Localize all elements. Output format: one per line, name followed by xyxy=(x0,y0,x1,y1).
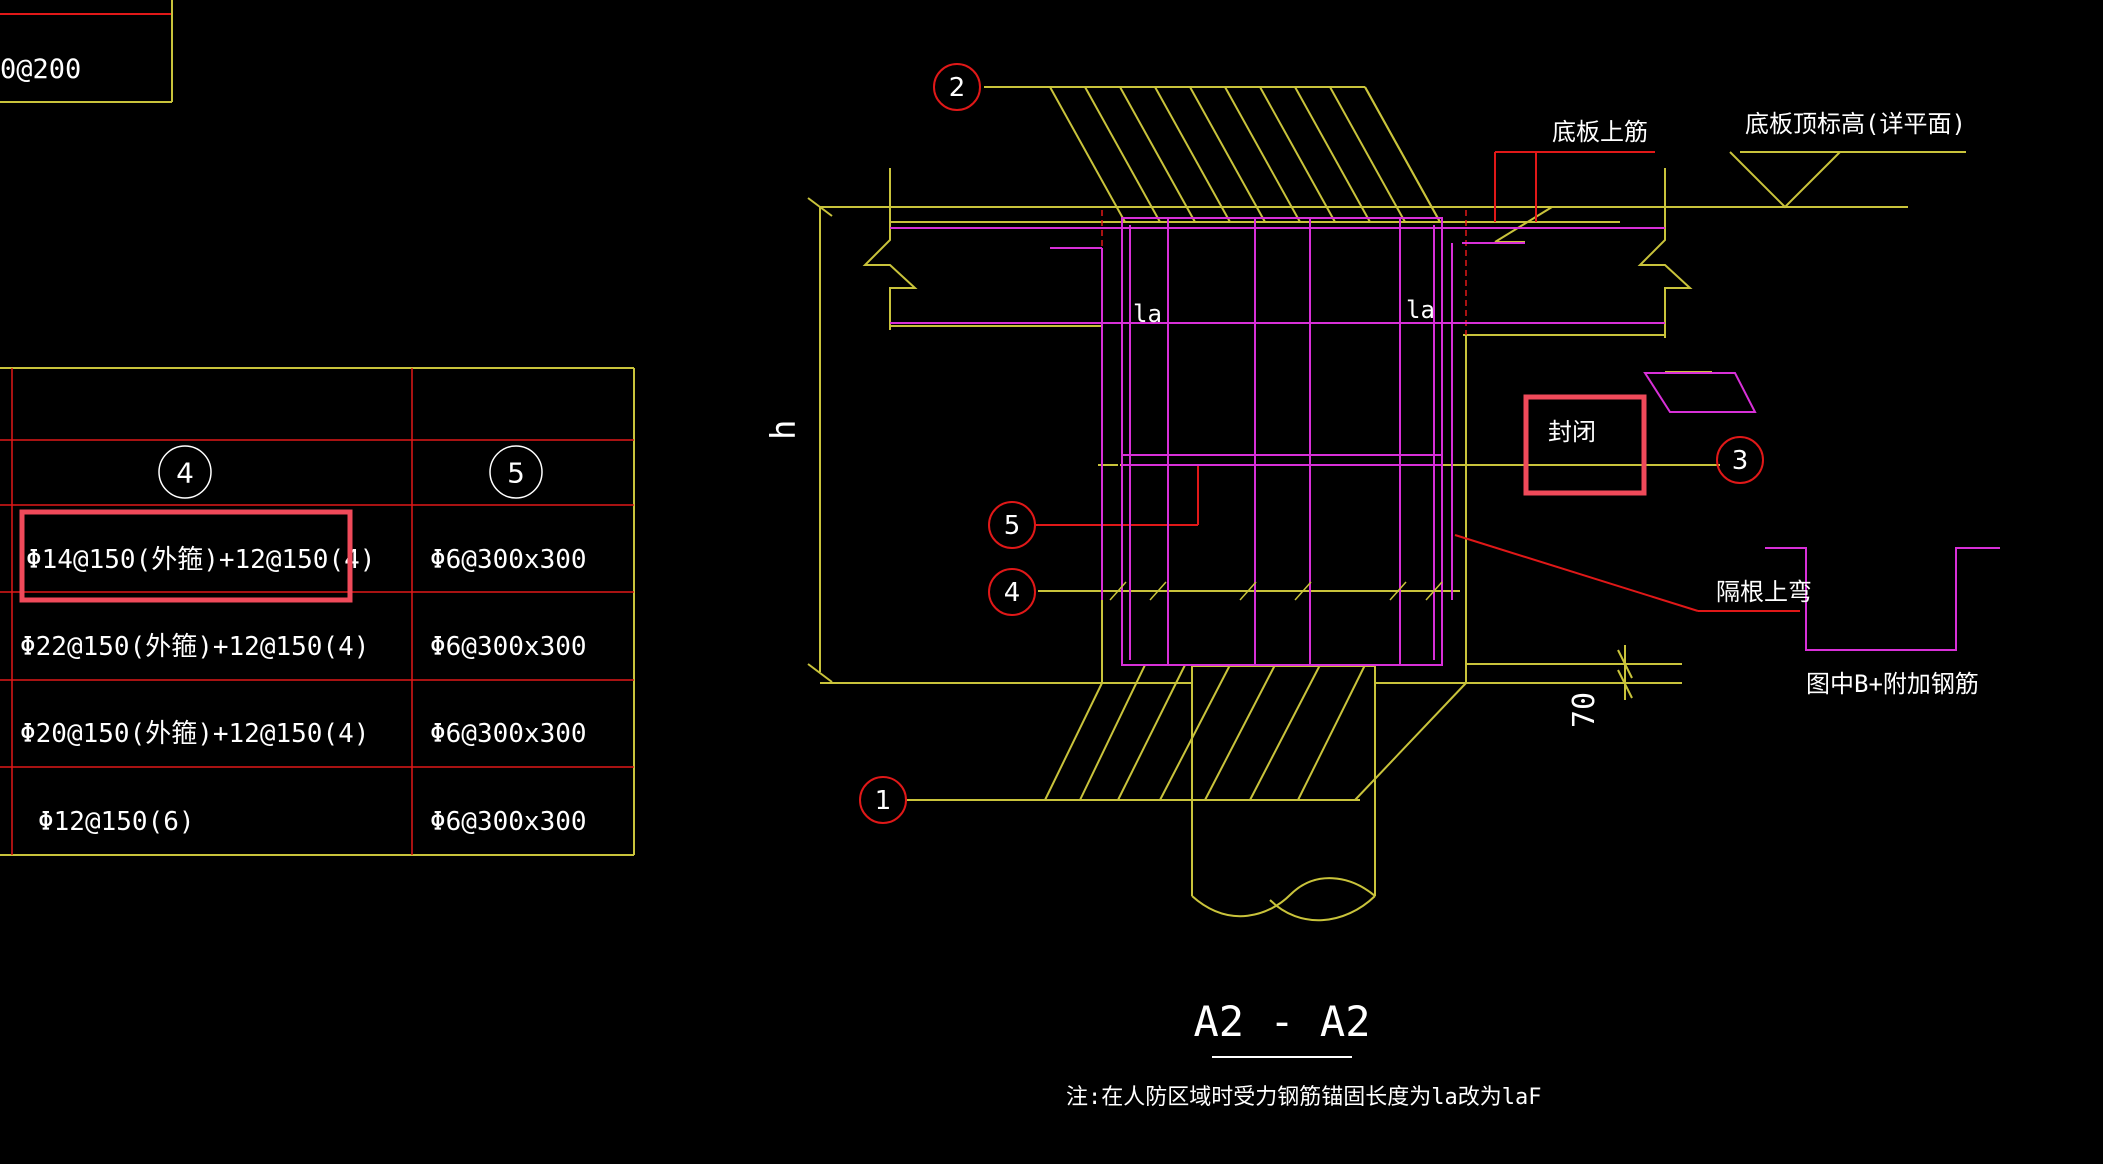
callout-circle-5 xyxy=(988,501,1036,549)
red-dashed-lines xyxy=(1101,210,1467,335)
callout-number-4: 4 xyxy=(1004,578,1021,608)
table-header-circle-4 xyxy=(158,445,212,499)
callout-number-5: 5 xyxy=(1004,511,1021,541)
schedule-cell-r4-c1: Φ12@150(6) xyxy=(38,807,195,837)
schedule-cell-r1-c2: Φ6@300x300 xyxy=(430,545,587,575)
label-la-left: la xyxy=(1133,300,1162,328)
label-slab-top-elevation: 底板顶标高(详平面) xyxy=(1745,110,1966,138)
label-dim-70: 70 xyxy=(1567,692,1602,728)
callout-number-1: 1 xyxy=(875,786,892,816)
label-detail-b: 图中B+附加钢筋 xyxy=(1806,670,1979,698)
schedule-cell-r2-c1: Φ22@150(外箍)+12@150(4) xyxy=(20,632,369,662)
callout-circle-2 xyxy=(933,63,981,111)
schedule-cell-r3-c1: Φ20@150(外箍)+12@150(4) xyxy=(20,719,369,749)
table-header-number-5: 5 xyxy=(507,457,525,490)
callout-circle-1 xyxy=(859,776,907,824)
table-header-number-4: 4 xyxy=(176,457,194,490)
label-h: h xyxy=(764,420,804,440)
red-leader-lines xyxy=(1036,151,1800,612)
schedule-cell-r2-c2: Φ6@300x300 xyxy=(430,632,587,662)
schedule-table-grid xyxy=(0,367,635,856)
drawing-title: A2 - A2 xyxy=(1193,997,1370,1046)
top-left-table xyxy=(0,0,173,103)
top-table-cell: 0@200 xyxy=(0,54,81,85)
stirrup-ticks xyxy=(1109,581,1443,601)
drawing-note: 注:在人防区域时受力钢筋锚固长度为la改为laF xyxy=(1066,1085,1541,1110)
highlight-box-closed xyxy=(1523,394,1647,496)
table-header-circle-5 xyxy=(489,445,543,499)
label-la-right: la xyxy=(1406,296,1435,324)
label-alternate-bend: 隔根上弯 xyxy=(1716,578,1812,606)
callout-circle-3 xyxy=(1716,436,1764,484)
schedule-cell-r3-c2: Φ6@300x300 xyxy=(430,719,587,749)
callout-circle-4 xyxy=(988,568,1036,616)
label-closed: 封闭 xyxy=(1548,418,1596,446)
callout-number-2: 2 xyxy=(949,73,966,103)
rebar-cage xyxy=(890,217,2000,666)
highlight-box-schedule-row xyxy=(19,509,353,603)
label-bottom-rebar: 底板上筋 xyxy=(1552,118,1648,146)
schedule-cell-r1-c1: Φ14@150(外箍)+12@150(4) xyxy=(26,545,375,575)
schedule-cell-r4-c2: Φ6@300x300 xyxy=(430,807,587,837)
callout-circles xyxy=(859,63,1764,824)
callout-number-3: 3 xyxy=(1732,446,1749,476)
